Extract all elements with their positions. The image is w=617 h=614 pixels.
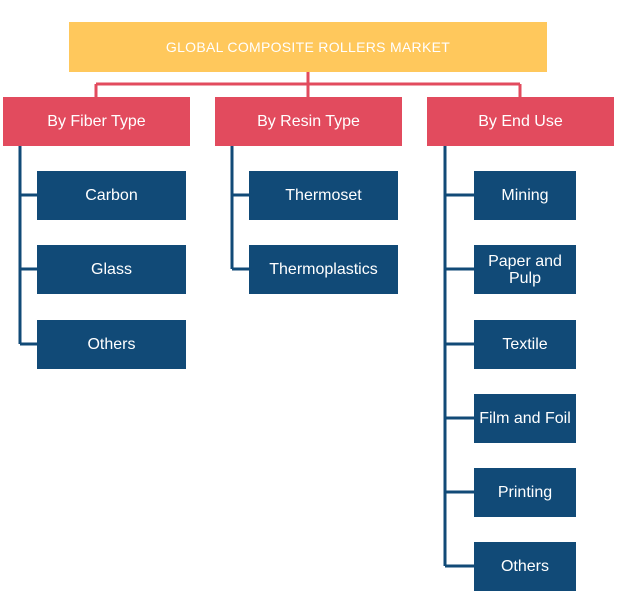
root-node-title: GLOBAL COMPOSITE ROLLERS MARKET	[69, 22, 547, 72]
category-end-use: By End Use	[427, 97, 614, 146]
leaf-printing: Printing	[474, 468, 576, 517]
leaf-carbon: Carbon	[37, 171, 186, 220]
leaf-label: Paper and Pulp	[488, 252, 562, 287]
leaf-thermoset: Thermoset	[249, 171, 398, 220]
leaf-label: Printing	[497, 484, 553, 501]
leaf-glass: Glass	[37, 245, 186, 294]
leaf-label: Others	[87, 336, 136, 353]
root-node-label: GLOBAL COMPOSITE ROLLERS MARKET	[165, 39, 451, 55]
leaf-label: Textile	[502, 336, 548, 353]
category-label: By Fiber Type	[47, 112, 146, 130]
category-resin-type: By Resin Type	[215, 97, 402, 146]
leaf-label: Mining	[501, 187, 549, 204]
leaf-label: Glass	[91, 261, 132, 278]
category-fiber-type: By Fiber Type	[3, 97, 190, 146]
category-label: By End Use	[478, 112, 563, 130]
leaf-textile: Textile	[474, 320, 576, 369]
leaf-paper-and-pulp: Paper and Pulp	[474, 245, 576, 294]
leaf-label: Carbon	[85, 187, 138, 204]
leaf-label: Thermoplastics	[269, 261, 378, 278]
leaf-fiber-others: Others	[37, 320, 186, 369]
category-label: By Resin Type	[257, 112, 360, 130]
leaf-label: Others	[500, 558, 549, 575]
leaf-end-use-others: Others	[474, 542, 576, 591]
leaf-label: Film and Foil	[479, 410, 571, 427]
leaf-thermoplastics: Thermoplastics	[249, 245, 398, 294]
leaf-film-and-foil: Film and Foil	[474, 394, 576, 443]
leaf-mining: Mining	[474, 171, 576, 220]
leaf-label: Thermoset	[285, 187, 362, 204]
